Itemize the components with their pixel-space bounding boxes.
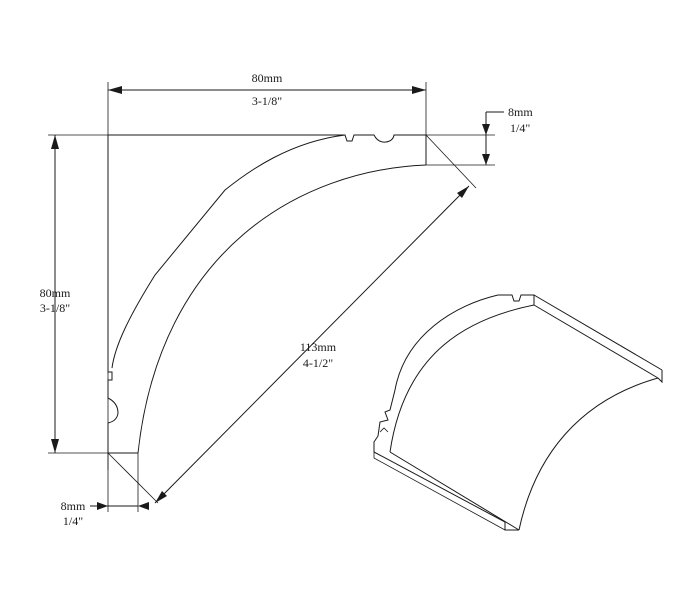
left-height-imperial: 3-1/8" [40,301,70,315]
top-right-metric: 8mm [508,105,533,119]
dimension-bottom-left [90,502,149,510]
dimension-top-width [108,86,426,94]
diagonal-imperial: 4-1/2" [303,356,333,370]
extension-lines [48,82,495,512]
dimension-top-right [482,111,504,165]
left-height-metric: 80mm [40,286,71,300]
molding-3d-view [373,294,663,531]
bottom-left-metric: 8mm [61,499,86,513]
molding-profile [107,134,427,454]
dimension-diagonal [154,185,470,504]
bottom-left-imperial: 1/4" [63,514,83,528]
dimension-left-height [51,135,59,453]
top-right-imperial: 1/4" [510,121,530,135]
diagonal-metric: 113mm [300,340,337,354]
top-width-metric: 80mm [252,71,283,85]
top-width-imperial: 3-1/8" [252,94,282,108]
